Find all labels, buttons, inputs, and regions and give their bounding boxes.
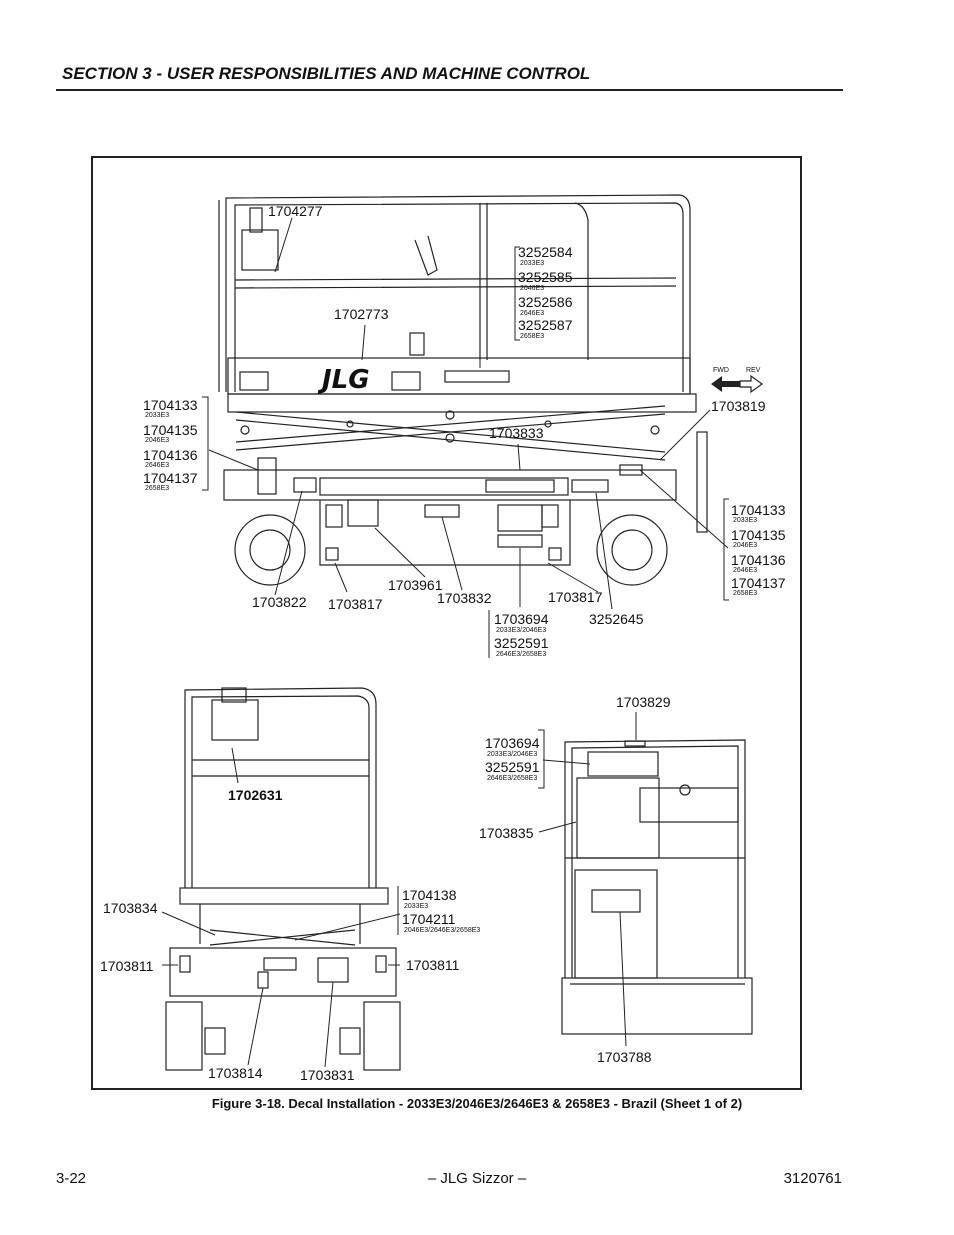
callout-1703961: 1703961 <box>388 577 443 593</box>
model-note: 2646E3/2658E3 <box>487 775 537 782</box>
callout-3252591: 3252591 <box>494 635 549 651</box>
callout-1702773: 1702773 <box>334 306 389 322</box>
figure-caption: Figure 3-18. Decal Installation - 2033E3… <box>211 1096 743 1111</box>
callout-1703833: 1703833 <box>489 425 544 441</box>
callout-1703811: 1703811 <box>100 958 154 974</box>
callout-1703819: 1703819 <box>711 398 766 414</box>
callout-1704135: 1704135 <box>731 527 786 543</box>
callout-1703811: 1703811 <box>406 957 460 973</box>
model-note: 2046E3/2646E3/2658E3 <box>404 927 480 934</box>
doc-number: 3120761 <box>783 1170 842 1187</box>
callout-1704135: 1704135 <box>143 422 198 438</box>
model-note: 2033E3/2046E3 <box>487 751 537 758</box>
callout-1703817: 1703817 <box>328 596 383 612</box>
callout-1703694: 1703694 <box>494 611 549 627</box>
model-note: 2646E3 <box>520 310 544 317</box>
callout-3252645: 3252645 <box>589 611 644 627</box>
footer-title: – JLG Sizzor – <box>427 1170 527 1187</box>
callout-1704133: 1704133 <box>731 502 786 518</box>
model-note: 2046E3 <box>733 542 757 549</box>
callout-3252585: 3252585 <box>518 269 573 285</box>
callout-1702631: 1702631 <box>228 787 283 803</box>
callout-3252591: 3252591 <box>485 759 540 775</box>
callout-1703814: 1703814 <box>208 1065 263 1081</box>
model-note: 2658E3 <box>145 485 169 492</box>
model-note: 2033E3 <box>520 260 544 267</box>
callout-1704138: 1704138 <box>402 887 457 903</box>
page-number: 3-22 <box>56 1170 87 1187</box>
model-note: 2646E3 <box>145 462 169 469</box>
callout-3252587: 3252587 <box>518 317 573 333</box>
side-view-machine <box>218 194 708 586</box>
callout-1703788: 1703788 <box>597 1049 652 1065</box>
jlg-logo: JLG <box>317 365 370 395</box>
model-note: 2033E3/2046E3 <box>496 627 546 634</box>
model-note: 2046E3 <box>520 285 544 292</box>
model-note: 2646E3 <box>733 567 757 574</box>
callout-1703834: 1703834 <box>103 900 158 916</box>
callout-3252586: 3252586 <box>518 294 573 310</box>
callout-1703694: 1703694 <box>485 735 540 751</box>
callout-1704211: 1704211 <box>402 911 456 927</box>
model-note: 2033E3 <box>733 517 757 524</box>
header-rule <box>56 89 843 91</box>
callout-labels: 1704277 1702773 3252584 2033E3 3252585 2… <box>100 203 786 1083</box>
figure-frame <box>91 156 802 1090</box>
model-note: 2658E3 <box>733 590 757 597</box>
callout-1703822: 1703822 <box>252 594 307 610</box>
callout-1704137: 1704137 <box>731 575 786 591</box>
callout-3252584: 3252584 <box>518 244 573 260</box>
rear-view-machine <box>165 687 401 1071</box>
callout-1704133: 1704133 <box>143 397 198 413</box>
callout-brackets <box>202 246 729 935</box>
section-title: SECTION 3 - USER RESPONSIBILITIES AND MA… <box>62 64 591 83</box>
fwd-label: FWD <box>713 367 729 374</box>
callout-1703832: 1703832 <box>437 590 492 606</box>
leader-lines <box>161 217 729 1068</box>
callout-1704136: 1704136 <box>731 552 786 568</box>
callout-1703831: 1703831 <box>300 1067 355 1083</box>
callout-1704277: 1704277 <box>268 203 323 219</box>
front-view-machine <box>561 739 753 1035</box>
model-note: 2033E3 <box>404 903 428 910</box>
rev-label: REV <box>746 367 761 374</box>
callout-1703829: 1703829 <box>616 694 671 710</box>
model-note: 2646E3/2658E3 <box>496 651 546 658</box>
callout-1703835: 1703835 <box>479 825 534 841</box>
callout-1703817: 1703817 <box>548 589 603 605</box>
callout-1704137: 1704137 <box>143 470 198 486</box>
model-note: 2658E3 <box>520 333 544 340</box>
model-note: 2033E3 <box>145 412 169 419</box>
model-note: 2046E3 <box>145 437 169 444</box>
callout-1704136: 1704136 <box>143 447 198 463</box>
